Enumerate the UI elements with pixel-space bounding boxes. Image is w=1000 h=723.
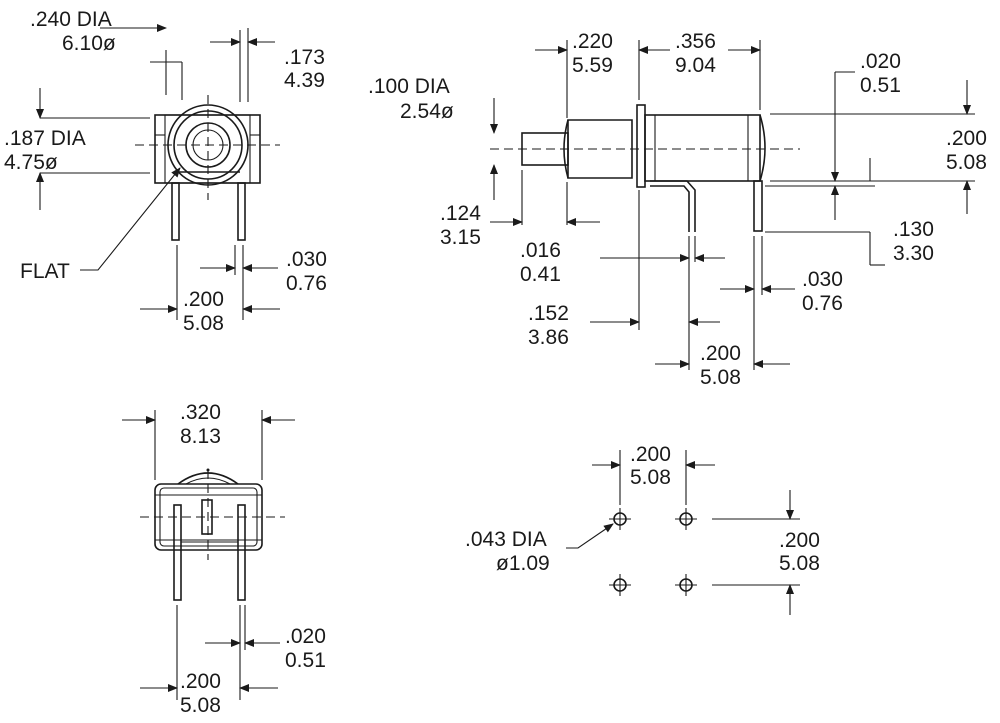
button-dia-label: .187 DIA bbox=[4, 127, 86, 150]
hole-top-left bbox=[609, 508, 631, 530]
body-length-mm: 9.04 bbox=[675, 54, 716, 77]
pin-spacing-mm: 5.08 bbox=[183, 312, 224, 335]
pin-offset-label: .173 bbox=[284, 46, 325, 69]
body-length-label: .356 bbox=[675, 30, 716, 53]
plunger-length-label: .220 bbox=[572, 30, 613, 53]
overall-dia-mm: 6.10ø bbox=[62, 32, 116, 55]
hole-dia-label: .043 DIA bbox=[465, 528, 547, 551]
plunger-travel-label: .124 bbox=[440, 202, 481, 225]
top-view-width-label: .320 bbox=[180, 401, 221, 424]
top-view-pin-spacing-mm: 5.08 bbox=[180, 694, 221, 717]
plunger-travel-mm: 3.15 bbox=[440, 226, 481, 249]
plunger-dia-label: .100 DIA bbox=[368, 75, 450, 98]
pcb-hole-layout bbox=[566, 450, 800, 615]
pin-thickness-mm: 0.51 bbox=[285, 649, 326, 672]
side-pin-width-mm: 0.76 bbox=[802, 292, 843, 315]
hole-bottom-right bbox=[675, 574, 697, 596]
body-height-mm: 5.08 bbox=[946, 151, 987, 174]
hole-spacing-x-mm: 5.08 bbox=[630, 466, 671, 489]
flat-label: FLAT bbox=[20, 260, 70, 283]
lead-offset-mm: 3.86 bbox=[528, 326, 569, 349]
hole-spacing-y-mm: 5.08 bbox=[779, 552, 820, 575]
front-view bbox=[36, 24, 280, 320]
button-dia-mm: 4.75ø bbox=[4, 151, 58, 174]
overall-dia-label: .240 DIA bbox=[30, 8, 112, 31]
side-view bbox=[490, 40, 975, 370]
lead-thickness-label: .016 bbox=[520, 239, 561, 262]
pin-height-label: .130 bbox=[893, 218, 934, 241]
pin-thickness-label: .020 bbox=[285, 625, 326, 648]
pin-spacing-label: .200 bbox=[183, 288, 224, 311]
hole-spacing-x-label: .200 bbox=[630, 443, 671, 466]
lead-thickness-mm: 0.41 bbox=[520, 263, 561, 286]
hole-top-right bbox=[675, 508, 697, 530]
lead-offset-label: .152 bbox=[528, 302, 569, 325]
hole-spacing-y-label: .200 bbox=[779, 529, 820, 552]
pin-offset-mm: 4.39 bbox=[284, 69, 325, 92]
hole-bottom-left bbox=[609, 574, 631, 596]
plunger-dia-mm: 2.54ø bbox=[400, 100, 454, 123]
top-view bbox=[122, 410, 295, 700]
pin-height-mm: 3.30 bbox=[893, 242, 934, 265]
flange-thickness-label: .020 bbox=[860, 50, 901, 73]
flange-thickness-mm: 0.51 bbox=[860, 74, 901, 97]
body-height-label: .200 bbox=[946, 127, 987, 150]
plunger-length-mm: 5.59 bbox=[572, 54, 613, 77]
hole-dia-mm: ø1.09 bbox=[496, 552, 550, 575]
top-view-width-mm: 8.13 bbox=[180, 425, 221, 448]
pin-width-mm: 0.76 bbox=[286, 272, 327, 295]
lead-spacing-label: .200 bbox=[700, 342, 741, 365]
top-view-pin-spacing-label: .200 bbox=[180, 670, 221, 693]
side-pin-width-label: .030 bbox=[802, 268, 843, 291]
lead-spacing-mm: 5.08 bbox=[700, 366, 741, 389]
pin-width-label: .030 bbox=[286, 248, 327, 271]
